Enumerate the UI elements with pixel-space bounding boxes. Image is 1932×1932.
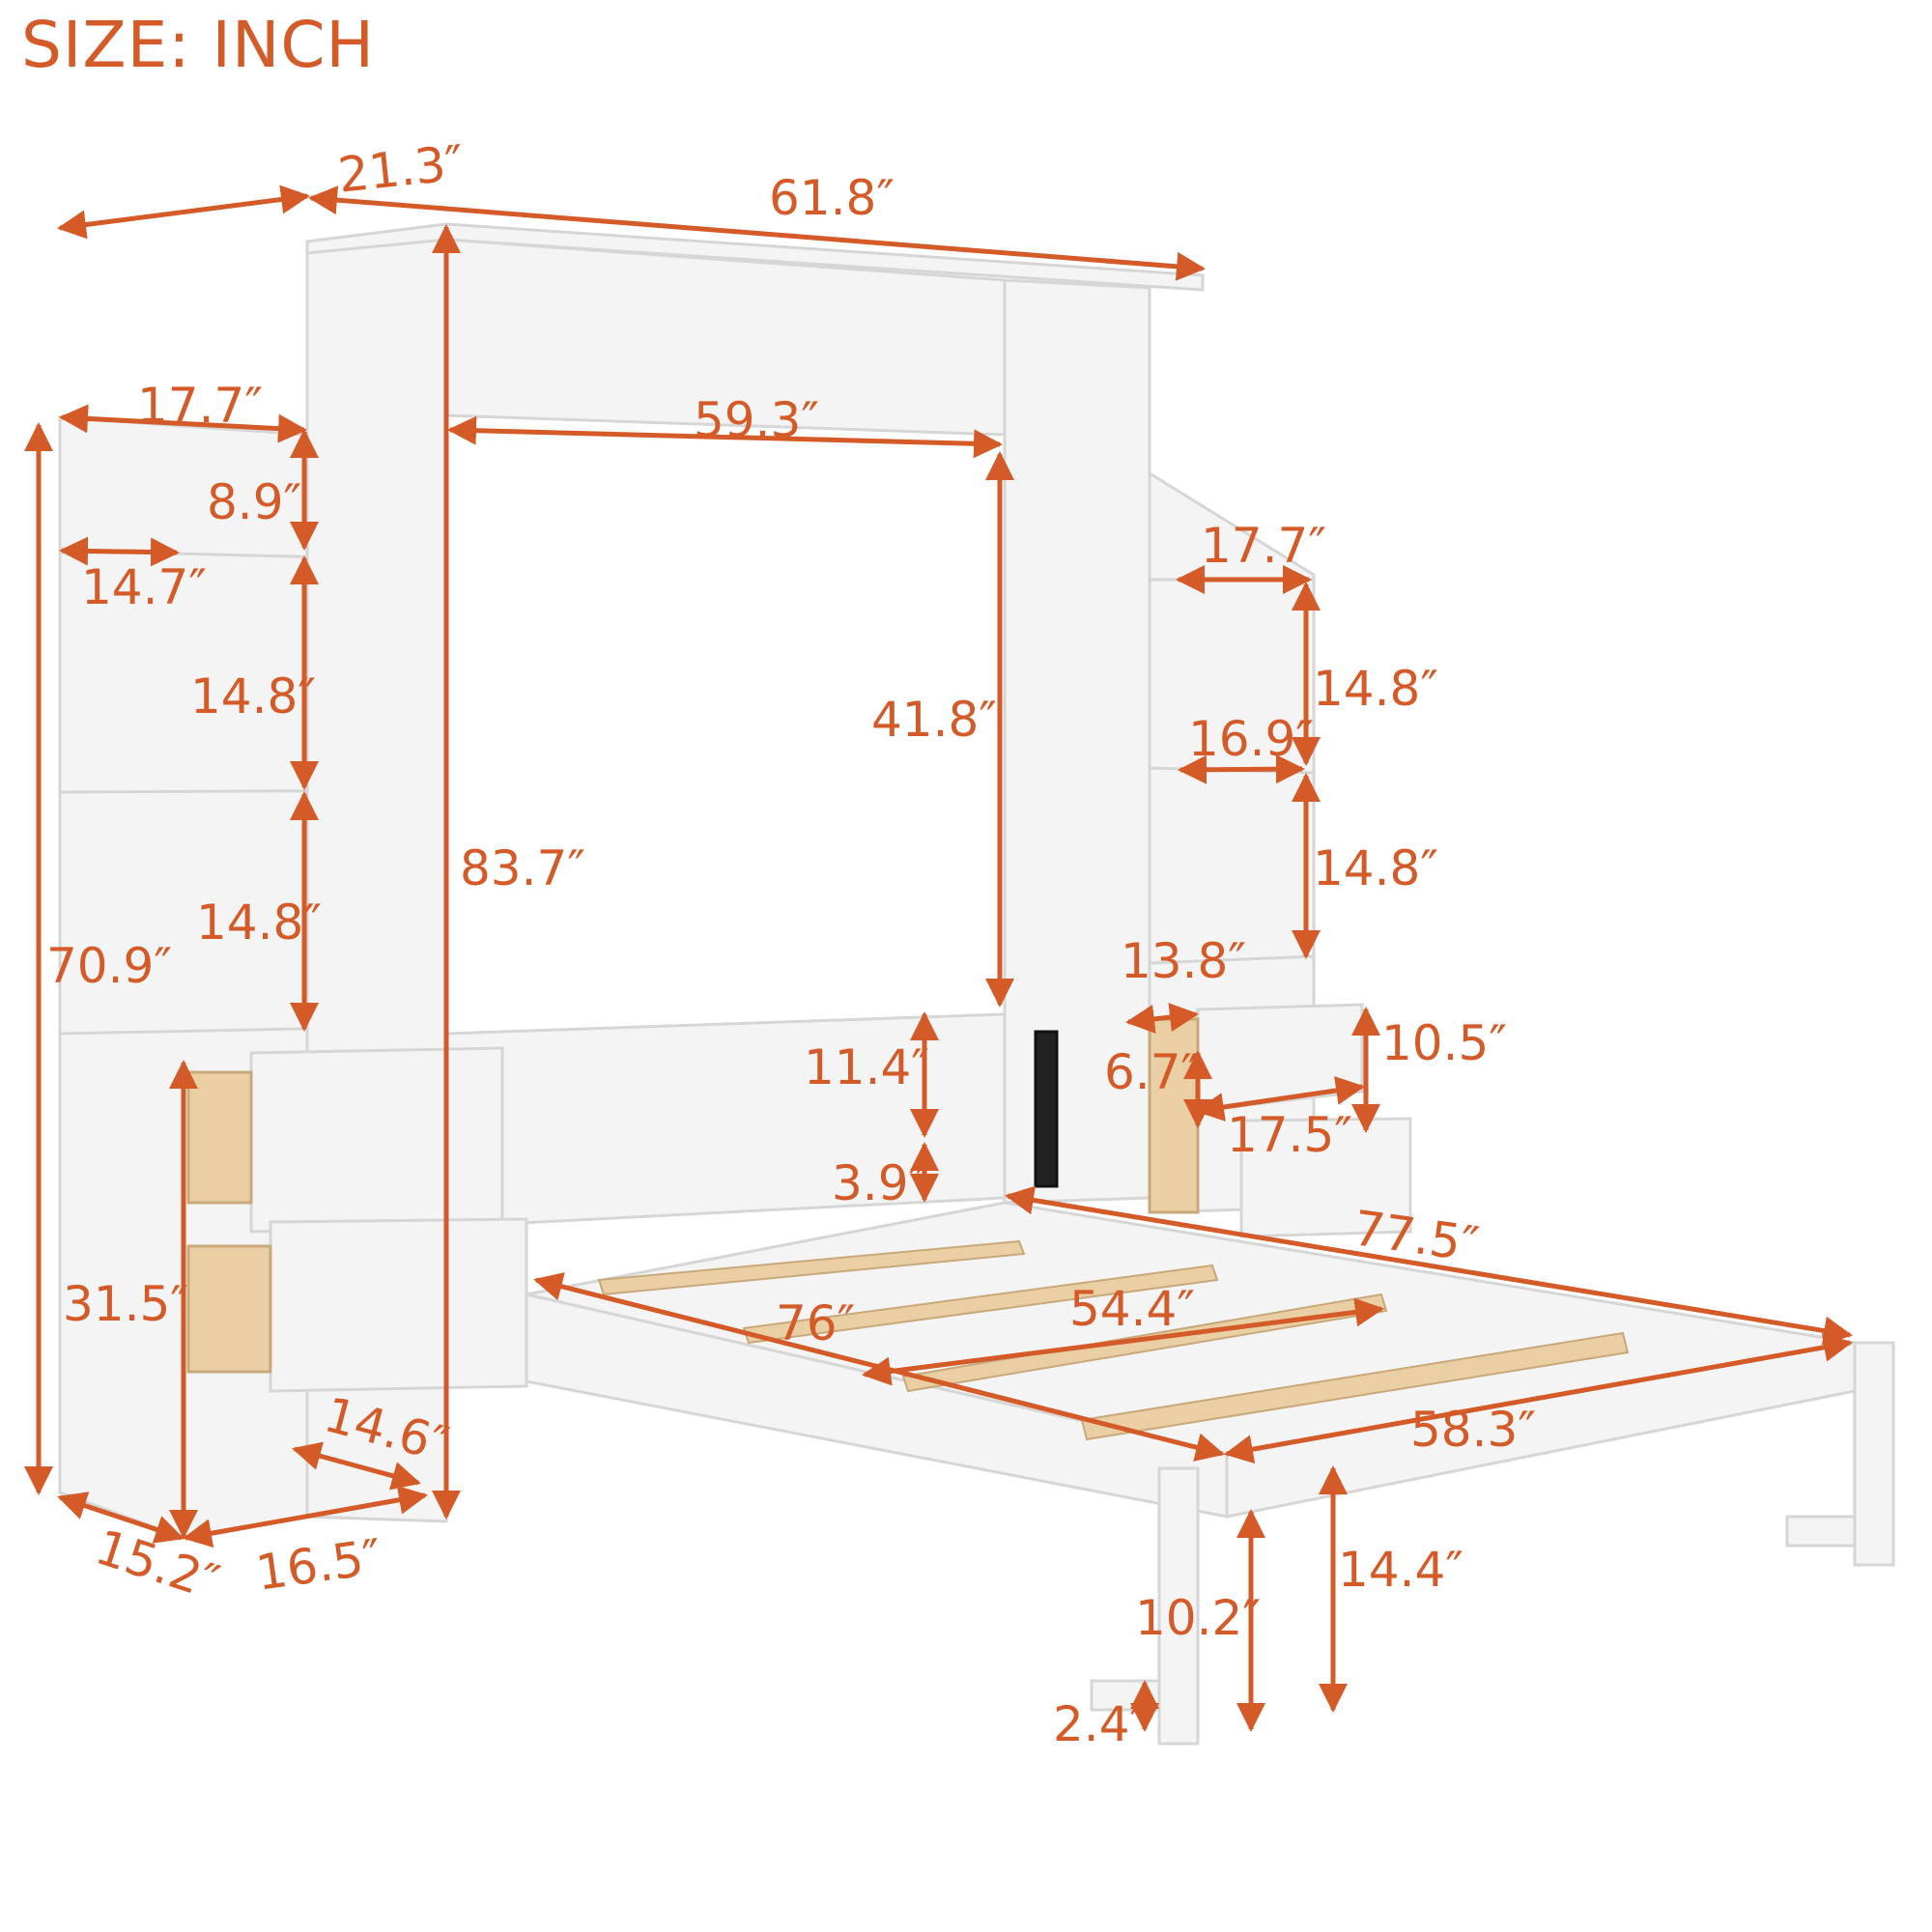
dim-frame-height: 14.4″ — [1338, 1542, 1464, 1598]
dim-mattress-length: 76″ — [776, 1295, 856, 1351]
dim-right-upper-shelf-height: 14.8″ — [1313, 661, 1439, 717]
front-leg-left — [1157, 1466, 1200, 1746]
dim-right-shelf-inner-width: 16.9″ — [1188, 711, 1315, 767]
dim-left-lower-cabinet-height: 31.5″ — [63, 1276, 189, 1332]
dim-right-drawer-box-height: 6.7″ — [1104, 1044, 1200, 1100]
dim-cabinet-depth-top: 21.3″ — [335, 134, 467, 204]
dim-right-drawer-front-height: 10.5″ — [1381, 1015, 1508, 1071]
left-drawer-box-lower — [186, 1244, 272, 1374]
size-unit-title: SIZE: INCH — [21, 8, 376, 82]
dim-headboard-panel-height: 11.4″ — [804, 1039, 930, 1095]
front-leg-right-foot — [1785, 1515, 1857, 1548]
dim-inner-opening-height: 41.8″ — [871, 692, 998, 748]
dimension-lines — [24, 185, 1853, 1732]
dim-left-cabinet-height: 70.9″ — [46, 938, 173, 994]
left-drawer-lower — [269, 1217, 528, 1393]
right-drawer-upper — [1196, 1003, 1364, 1113]
dim-left-top-shelf-height: 8.9″ — [207, 474, 302, 530]
dim-overall-height: 83.7″ — [460, 840, 586, 896]
left-drawer-upper — [249, 1046, 504, 1234]
dim-right-drawer-front-width: 17.5″ — [1227, 1107, 1353, 1163]
dim-right-drawer-depth: 13.8″ — [1121, 933, 1247, 989]
left-drawer-box-upper — [186, 1070, 253, 1205]
dim-left-upper-shelf-height: 14.8″ — [190, 668, 317, 724]
furniture — [58, 222, 1895, 1746]
dim-headboard-top-width: 61.8″ — [769, 170, 895, 226]
dim-left-cabinet-width: 17.7″ — [137, 378, 264, 434]
dim-right-cabinet-width: 17.7″ — [1201, 518, 1327, 574]
gas-strut — [1034, 1030, 1059, 1188]
dim-foot-height: 2.4″ — [1053, 1696, 1149, 1752]
dim-leg-clearance: 10.2″ — [1135, 1590, 1262, 1646]
dim-left-lower-shelf-height: 14.8″ — [196, 895, 323, 951]
dim-headboard-gap: 3.9″ — [832, 1155, 927, 1211]
dim-right-lower-shelf-height: 14.8″ — [1313, 840, 1439, 896]
dim-inner-opening-width: 59.3″ — [694, 392, 820, 448]
dim-mattress-width: 54.4″ — [1069, 1281, 1196, 1337]
front-leg-right — [1853, 1341, 1895, 1567]
dim-bed-frame-width: 58.3″ — [1410, 1402, 1537, 1458]
dim-left-shelf-depth: 14.7″ — [81, 559, 208, 615]
